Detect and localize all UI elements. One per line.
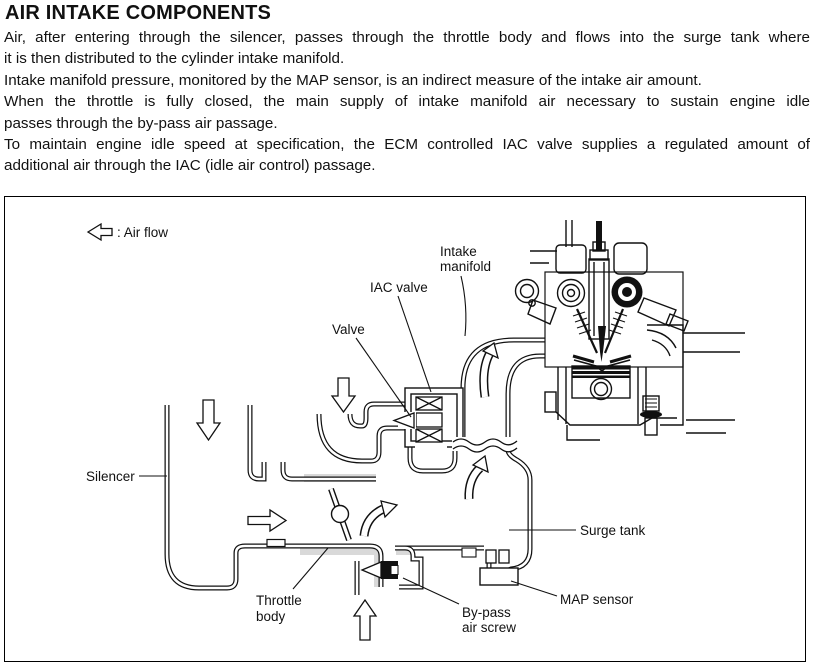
label-intake-manifold: Intake <box>440 244 477 259</box>
body-line: Air, after entering through the silencer… <box>4 29 810 46</box>
iac-valve-assembly <box>392 387 464 450</box>
pipe-break-squiggle <box>452 437 518 453</box>
curved-flow-arrows <box>359 341 499 537</box>
throttle-butterfly-valve <box>328 488 352 541</box>
label-bypass-air-screw: air screw <box>462 620 516 635</box>
map-sensor <box>461 547 519 586</box>
body-text: Air, after entering through the silencer… <box>4 27 810 177</box>
flow-arrow-right-icon <box>247 508 288 533</box>
legend-label: : Air flow <box>117 225 168 240</box>
engine-cutaway-illustration <box>514 220 745 441</box>
body-line: it is then distributed to the cylinder i… <box>4 50 345 68</box>
air-flow-legend: : Air flow <box>86 222 168 242</box>
flow-arrow-down-iac-icon <box>330 377 357 414</box>
body-line: To maintain engine idle speed at specifi… <box>4 136 810 154</box>
page-title: AIR INTAKE COMPONENTS <box>5 2 272 24</box>
air-flow-arrow-icon <box>86 222 113 242</box>
label-silencer: Silencer <box>86 469 135 484</box>
air-intake-diagram-frame: : Air flow <box>4 196 806 662</box>
label-iac-valve: IAC valve <box>370 280 428 295</box>
body-line: additional air through the IAC (idle air… <box>4 157 376 175</box>
label-throttle-body: Throttle <box>256 593 302 608</box>
flow-arrows <box>195 377 378 641</box>
body-line: passes through the by-pass air passage. <box>4 114 278 132</box>
body-line: Intake manifold pressure, monitored by t… <box>4 71 702 89</box>
label-map-sensor: MAP sensor <box>560 592 634 607</box>
leader-lines <box>139 275 576 605</box>
duct-walls <box>167 340 545 595</box>
flow-arrow-up-bypass-icon <box>352 598 378 641</box>
label-valve: Valve <box>332 322 365 337</box>
body-line: When the throttle is fully closed, the m… <box>4 93 810 111</box>
label-throttle-body: body <box>256 609 286 624</box>
air-intake-diagram: : Air flow <box>86 220 745 641</box>
label-intake-manifold: manifold <box>440 259 491 274</box>
throttle-body-flange <box>266 538 286 548</box>
bypass-air-screw <box>360 561 399 579</box>
label-bypass-air-screw: By-pass <box>462 605 511 620</box>
label-surge-tank: Surge tank <box>580 523 646 538</box>
diagram-labels: Intake manifold IAC valve Valve Silencer… <box>86 244 646 635</box>
iac-pintle-valve <box>392 412 415 429</box>
flow-arrow-down-silencer-icon <box>195 399 222 442</box>
